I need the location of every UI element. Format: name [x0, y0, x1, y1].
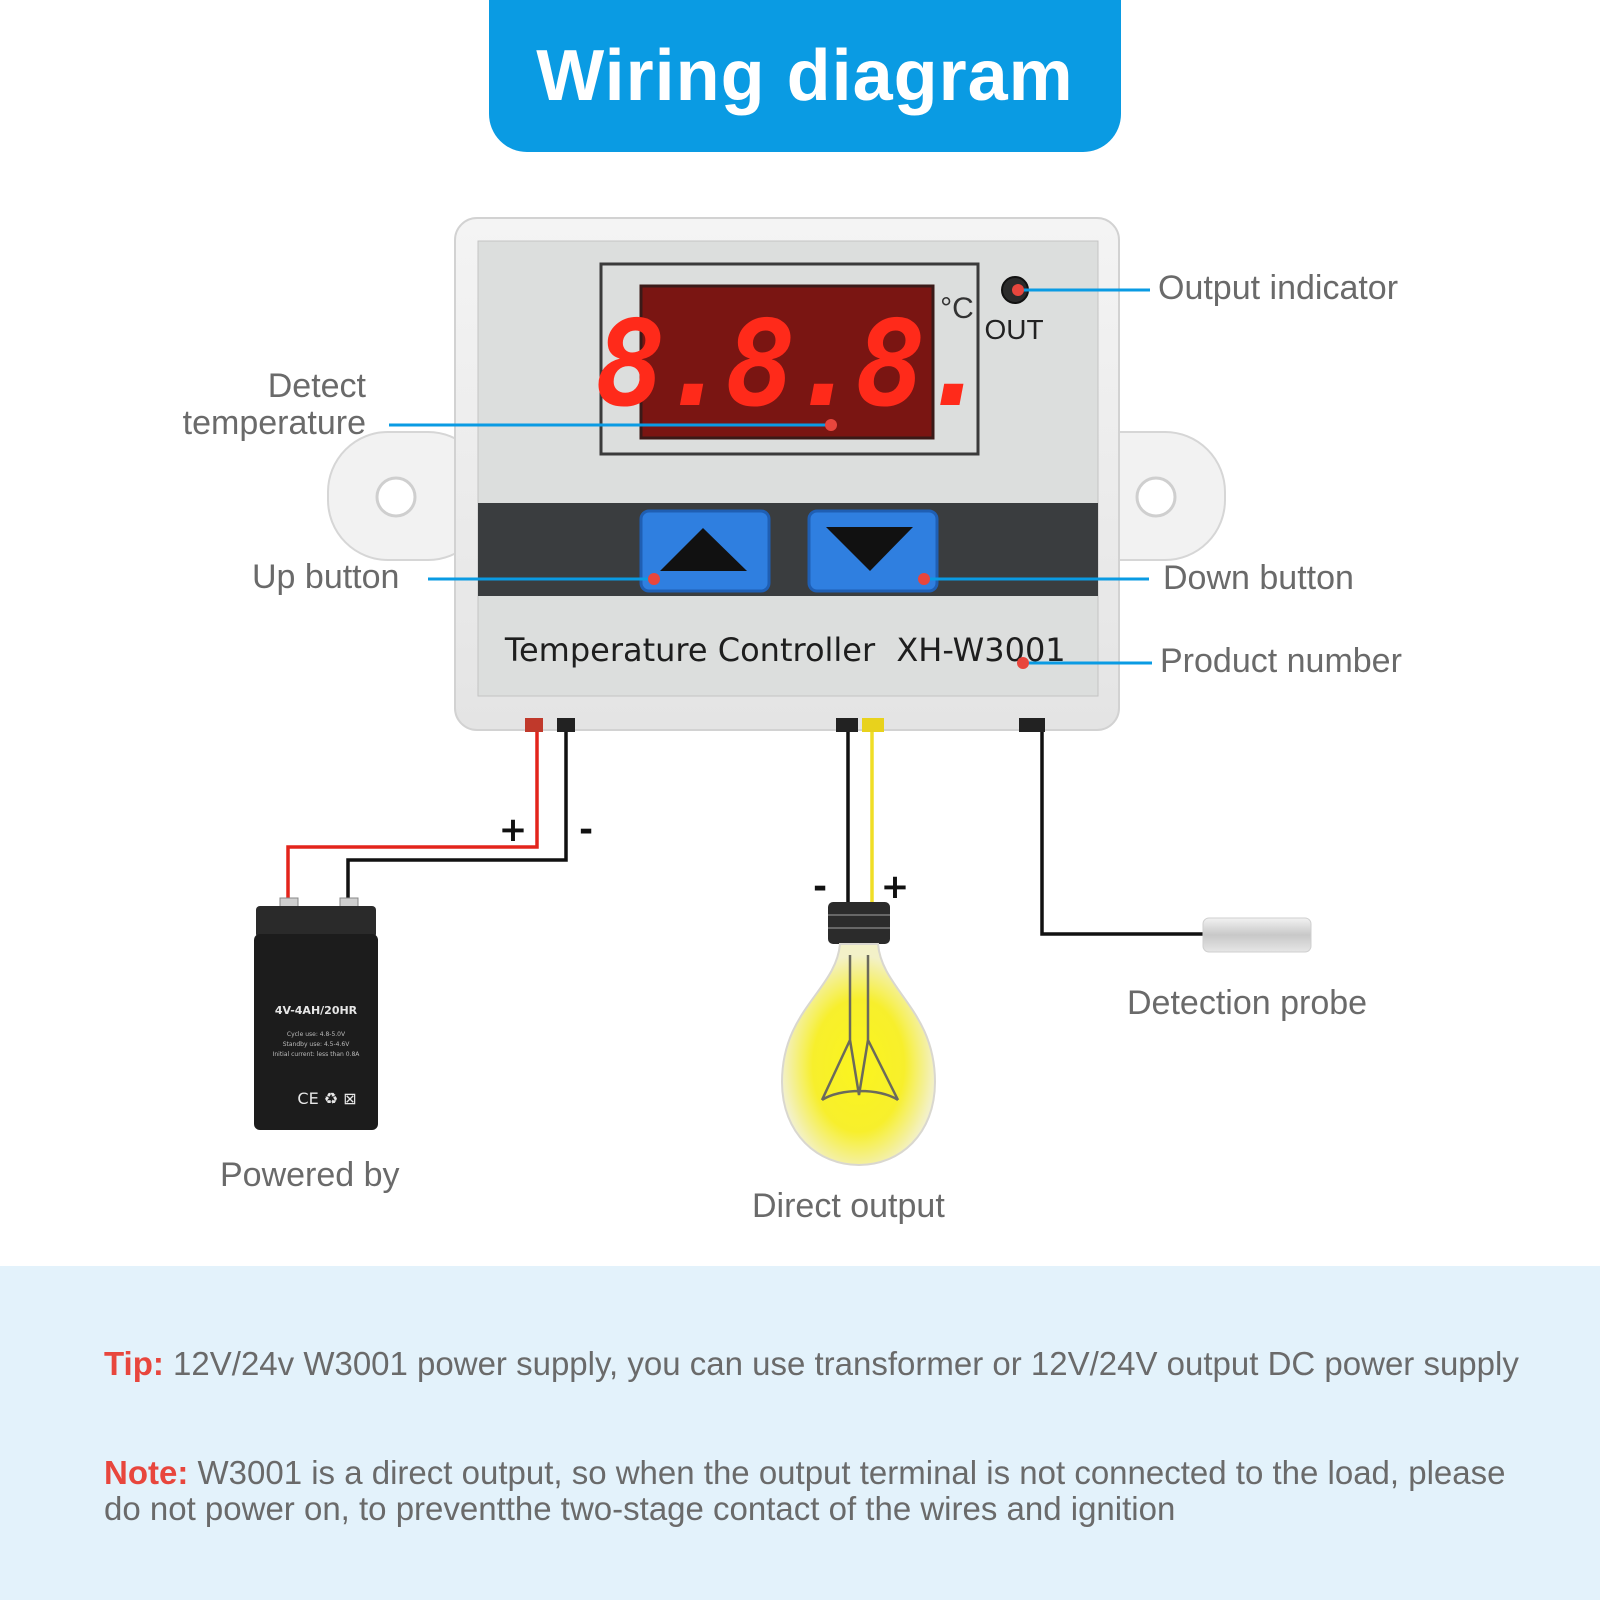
bulb-filament: [820, 955, 900, 1102]
callout-direct-output: Direct output: [752, 1187, 945, 1225]
tip-label: Tip:: [104, 1345, 164, 1382]
callout-powered-by: Powered by: [220, 1156, 400, 1194]
display-frame: [599, 262, 980, 456]
power-positive-wire: [286, 732, 539, 905]
mounting-hole-left: [375, 476, 417, 518]
battery-spec-2: Standby use: 4.5-4.6V: [283, 1041, 351, 1048]
wiring-diagram: 8.8.8. °C OUT Temperature Controller XH-…: [254, 217, 1312, 1167]
battery-spec-1: Cycle use: 4.8-5.0V: [287, 1031, 346, 1038]
page-title: Wiring diagram: [536, 36, 1074, 116]
power-minus-label: -: [579, 810, 593, 850]
detection-probe-sensor: [1202, 917, 1312, 953]
dot-down-button: [918, 573, 930, 585]
celsius-unit: °C: [940, 292, 974, 325]
terminal-power-negative: [557, 718, 575, 732]
note-text: W3001 is a direct output, so when the ou…: [104, 1454, 1506, 1527]
battery-spec-3: Initial current: less than 0.8A: [273, 1051, 361, 1058]
tips-panel: Tip: 12V/24v W3001 power supply, you can…: [0, 1266, 1600, 1600]
callout-detect-temperature-line2: temperature: [182, 404, 366, 442]
battery-marks: CE ♻ ⊠: [297, 1089, 356, 1108]
device-name: Temperature Controller: [504, 631, 876, 669]
bulb-glass: [780, 943, 937, 1167]
bulb-cap: [828, 902, 890, 944]
callout-up-button: Up button: [252, 558, 400, 596]
dot-up-button: [648, 573, 660, 585]
power-negative-wire: [346, 732, 568, 905]
callout-dots: [648, 284, 1029, 669]
tip-text: 12V/24v W3001 power supply, you can use …: [163, 1345, 1519, 1382]
battery: 4V-4AH/20HR Cycle use: 4.8-5.0V Standby …: [254, 897, 378, 1130]
led-display: [639, 284, 935, 440]
temperature-controller: 8.8.8. °C OUT Temperature Controller XH-…: [327, 217, 1226, 732]
note-label: Note:: [104, 1454, 189, 1491]
probe-wire: [1040, 732, 1205, 936]
wires: [286, 732, 1205, 936]
dot-output-indicator: [1012, 284, 1024, 296]
output-minus-label: -: [813, 867, 827, 907]
mounting-hole-right: [1135, 476, 1177, 518]
callout-detection-probe: Detection probe: [1127, 984, 1368, 1022]
button-strip: [478, 503, 1098, 596]
callout-detect-temperature-line1: Detect: [267, 367, 366, 405]
dot-detect-temperature: [825, 419, 837, 431]
callout-output-indicator: Output indicator: [1158, 269, 1399, 307]
led-digits: 8.8.8.: [595, 295, 985, 433]
callout-down-button: Down button: [1163, 559, 1354, 597]
battery-top: [256, 906, 376, 938]
terminal-power-positive: [525, 718, 543, 732]
light-bulb: [780, 902, 937, 1167]
battery-rating: 4V-4AH/20HR: [275, 1004, 358, 1017]
terminal-output-positive: [862, 718, 884, 732]
up-arrow-icon: [660, 528, 747, 571]
down-arrow-icon: [826, 527, 913, 571]
callout-leaders: [389, 288, 1152, 665]
power-plus-label: +: [499, 810, 528, 850]
output-plus-label: +: [881, 867, 910, 907]
callout-detect-temperature: Detect temperature: [150, 368, 366, 442]
title-banner: Wiring diagram: [489, 0, 1121, 152]
terminal-output-negative: [836, 718, 858, 732]
tip-paragraph: Tip: 12V/24v W3001 power supply, you can…: [104, 1346, 1524, 1382]
battery-body: [254, 934, 378, 1130]
note-paragraph: Note: W3001 is a direct output, so when …: [104, 1455, 1524, 1527]
terminal-probe: [1019, 718, 1045, 732]
callout-product-number: Product number: [1160, 642, 1402, 680]
out-label: OUT: [984, 314, 1043, 345]
dot-product-number: [1017, 657, 1029, 669]
